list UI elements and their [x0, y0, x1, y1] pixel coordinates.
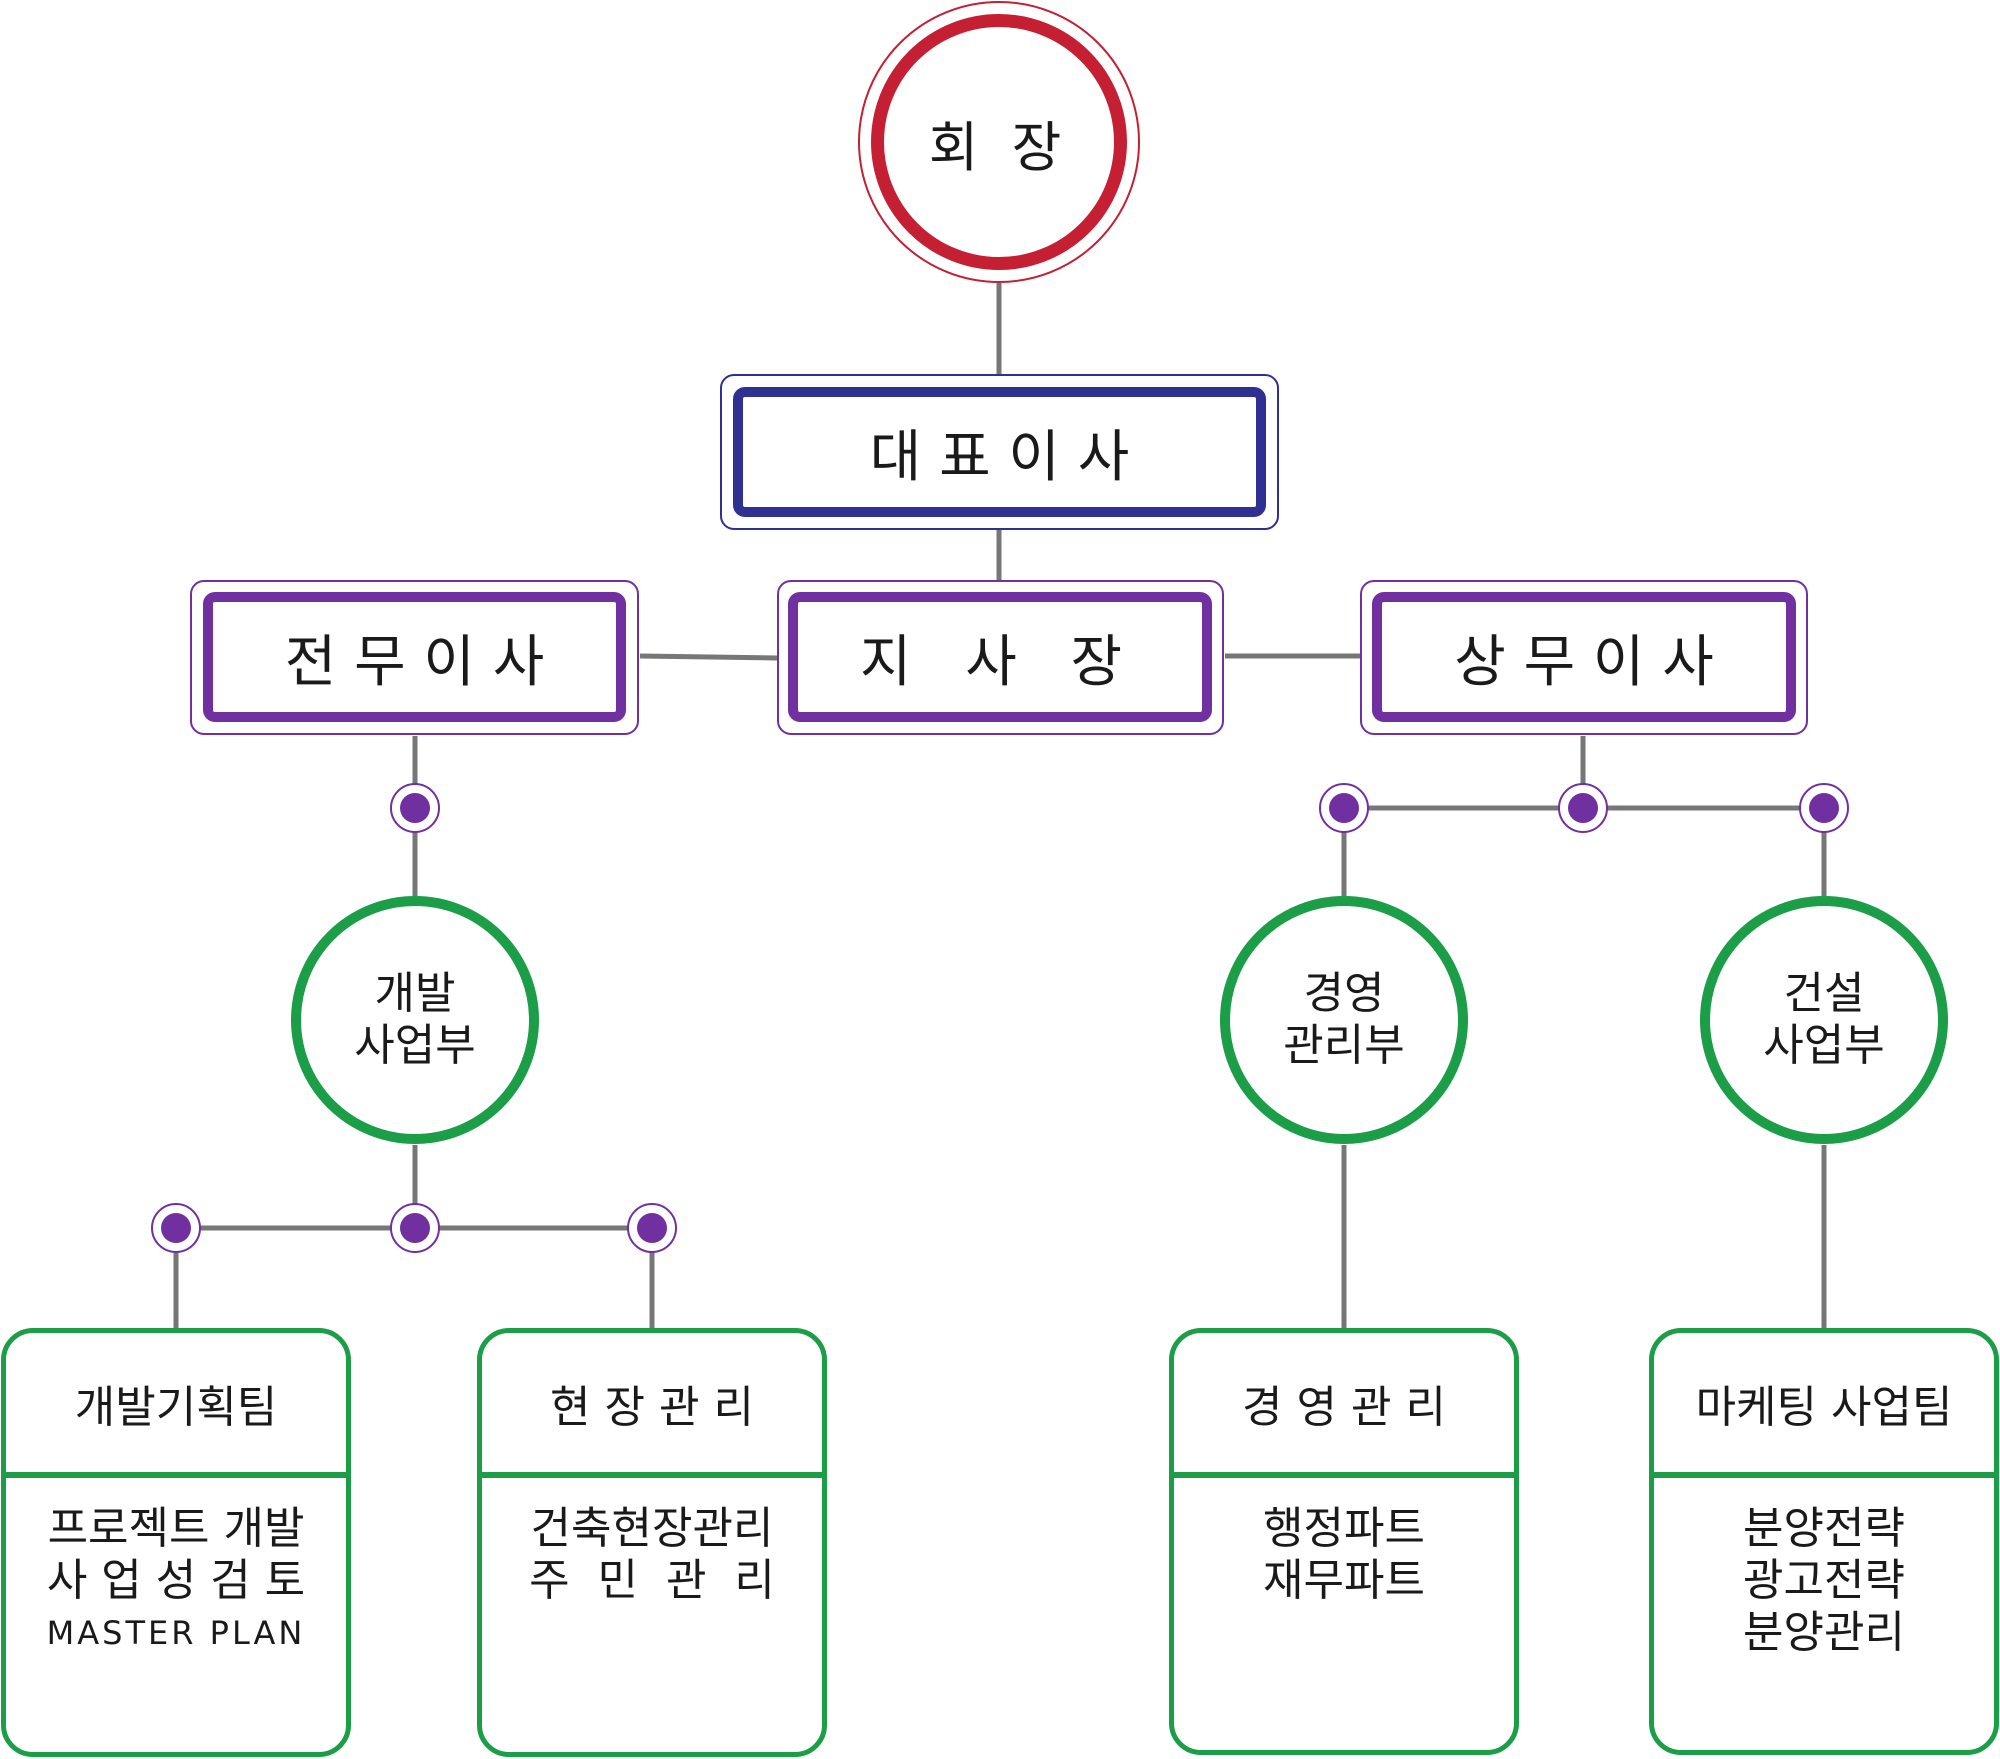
junction-dot-icon	[1799, 783, 1849, 833]
team-card-body: 행정파트 재무파트	[1174, 1503, 1514, 1607]
division-management: 경영 관리부	[1220, 896, 1468, 1144]
connector-left-exec	[639, 653, 778, 661]
executive-left-node: 전 무 이 사	[203, 592, 626, 722]
division-management-line-1: 경영	[1303, 968, 1385, 1019]
chairman-node: 회 장	[871, 14, 1127, 270]
executive-left-label: 전 무 이 사	[284, 629, 545, 695]
team-card-biz-mgmt: 경 영 관 리 행정파트 재무파트	[1169, 1328, 1519, 1755]
division-management-line-2: 관리부	[1283, 1020, 1405, 1071]
team-card-body: 분양전략 광고전략 분양관리	[1654, 1503, 1994, 1659]
division-development-line-1: 개발	[374, 968, 456, 1019]
team-card-site-mgmt: 현 장 관 리 건축현장관리 주 민 관 리	[477, 1328, 827, 1757]
team-duty: 프로젝트 개발	[47, 1503, 305, 1554]
team-duty: 재무파트	[1263, 1555, 1425, 1606]
team-duty-subtitle: MASTER PLAN	[46, 1614, 306, 1652]
division-development: 개발 사업부	[291, 896, 539, 1144]
executive-center-node: 지 사 장	[788, 592, 1212, 722]
ceo-label: 대 표 이 사	[869, 424, 1130, 490]
division-construction-line-1: 건설	[1783, 968, 1865, 1019]
team-duty: 분양관리	[1743, 1607, 1905, 1658]
junction-dot-icon	[390, 1203, 440, 1253]
team-card-body: 건축현장관리 주 민 관 리	[482, 1503, 822, 1607]
team-card-title: 개발기획팀	[6, 1333, 346, 1478]
junction-dot-icon	[390, 783, 440, 833]
team-duty: 주 민 관 리	[529, 1555, 775, 1606]
division-construction-line-2: 사업부	[1763, 1020, 1885, 1071]
division-development-line-2: 사업부	[354, 1020, 476, 1071]
chairman-label: 회 장	[928, 115, 1070, 179]
team-card-title: 현 장 관 리	[482, 1333, 822, 1478]
team-duty: 행정파트	[1263, 1503, 1425, 1554]
team-duty: 분양전략	[1743, 1503, 1905, 1554]
chairman-node-ring	[858, 1, 1140, 283]
junction-dot-icon	[1319, 783, 1369, 833]
executive-right-node: 상 무 이 사	[1372, 592, 1796, 722]
team-card-title: 마케팅 사업팀	[1654, 1333, 1994, 1478]
junction-dot-icon	[627, 1203, 677, 1253]
division-construction: 건설 사업부	[1700, 896, 1948, 1144]
junction-dot-icon	[1558, 783, 1608, 833]
team-card-body: 프로젝트 개발 사 업 성 검 토 MASTER PLAN	[6, 1503, 346, 1659]
executive-right-label: 상 무 이 사	[1454, 629, 1714, 695]
executive-center-label: 지 사 장	[859, 629, 1141, 695]
team-card-title: 경 영 관 리	[1174, 1333, 1514, 1478]
team-duty: 사 업 성 검 토	[46, 1555, 306, 1606]
team-card-marketing: 마케팅 사업팀 분양전략 광고전략 분양관리	[1649, 1328, 1999, 1755]
team-card-dev-planning: 개발기획팀 프로젝트 개발 사 업 성 검 토 MASTER PLAN	[1, 1328, 351, 1757]
team-duty: 광고전략	[1743, 1555, 1905, 1606]
team-duty: 건축현장관리	[530, 1503, 774, 1554]
junction-dot-icon	[151, 1203, 201, 1253]
ceo-node: 대 표 이 사	[733, 387, 1266, 517]
